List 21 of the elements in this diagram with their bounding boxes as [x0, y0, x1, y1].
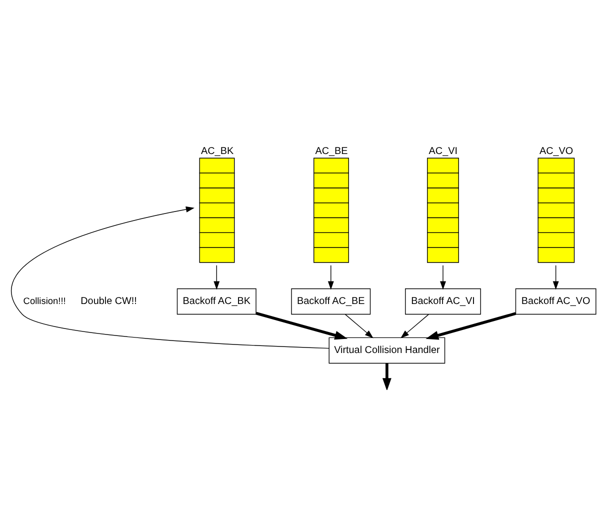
- edge-label: Collision!!!: [23, 296, 66, 306]
- node-box: Virtual Collision Handler: [328, 337, 446, 364]
- node-label: AC_VO: [540, 146, 574, 158]
- arrow: [328, 265, 334, 290]
- arrow: [400, 314, 429, 338]
- arrow: [256, 312, 348, 340]
- arrow: [382, 363, 392, 390]
- node-box: Backoff AC_BE: [291, 288, 371, 315]
- arrow: [11, 206, 330, 349]
- label: Double CW!!: [80, 296, 137, 308]
- arrow: [344, 314, 374, 338]
- node-label: AC_BK: [201, 146, 234, 158]
- node-box: Backoff AC_VI: [405, 288, 481, 315]
- node-label: AC_BE: [315, 146, 348, 158]
- arrow: [440, 265, 446, 290]
- node-label: AC_VI: [428, 146, 458, 158]
- node-box: Backoff AC_VO: [515, 288, 596, 315]
- node-box: Backoff AC_BK: [176, 288, 256, 315]
- arrow: [552, 265, 559, 290]
- arrow: [426, 312, 516, 340]
- arrow: [214, 265, 220, 290]
